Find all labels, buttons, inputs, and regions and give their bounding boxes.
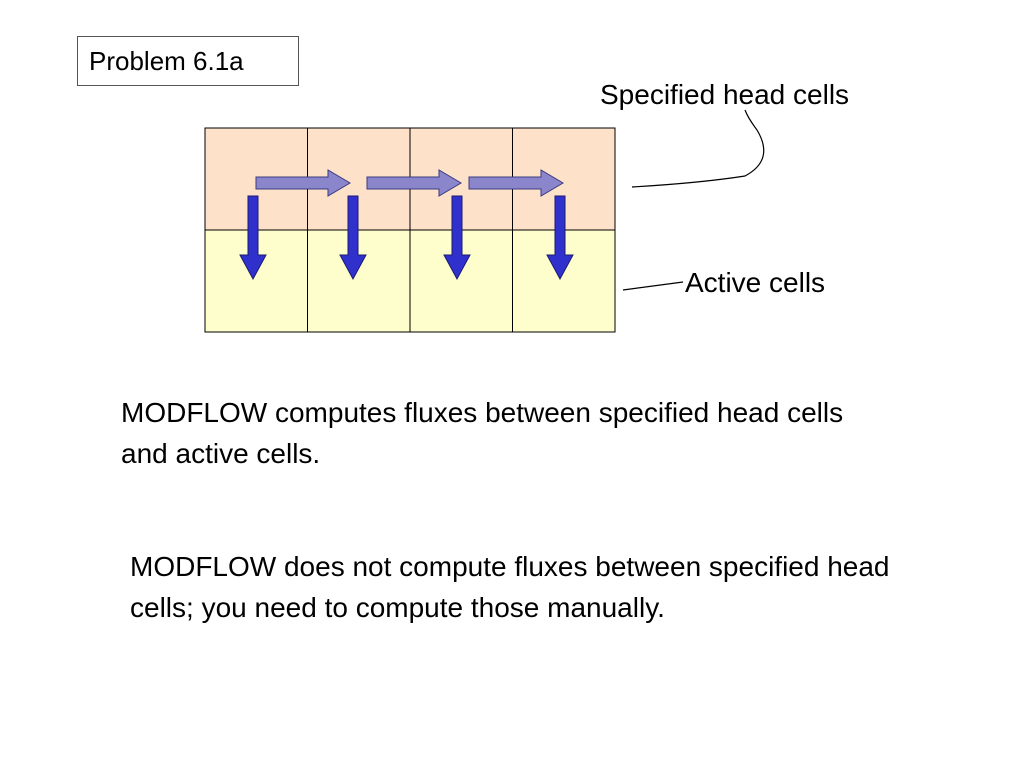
fluxes-computed-text: MODFLOW computes fluxes between specifie… <box>121 397 844 469</box>
vertical-flux-arrow-2 <box>339 195 367 281</box>
vertical-flux-arrow-4 <box>546 195 574 281</box>
grid-cells <box>204 127 616 333</box>
horizontal-flux-arrow-3 <box>468 169 564 197</box>
problem-title: Problem 6.1a <box>77 36 299 86</box>
active-cell-2 <box>307 229 411 333</box>
specified-head-cells-leader-line <box>631 109 765 188</box>
horizontal-flux-arrow-1 <box>255 169 351 197</box>
fluxes-not-computed-text: MODFLOW does not compute fluxes between … <box>130 551 890 623</box>
vertical-flux-arrow-1 <box>239 195 267 281</box>
active-cells-leader-line <box>622 281 684 291</box>
active-cells-label: Active cells <box>685 267 826 298</box>
specified-head-cells-label: Specified head cells <box>600 79 850 110</box>
vertical-flux-arrow-3 <box>443 195 471 281</box>
horizontal-flux-arrow-2 <box>366 169 462 197</box>
vertical-flux-arrows <box>239 195 574 281</box>
horizontal-flux-arrows <box>255 169 564 197</box>
